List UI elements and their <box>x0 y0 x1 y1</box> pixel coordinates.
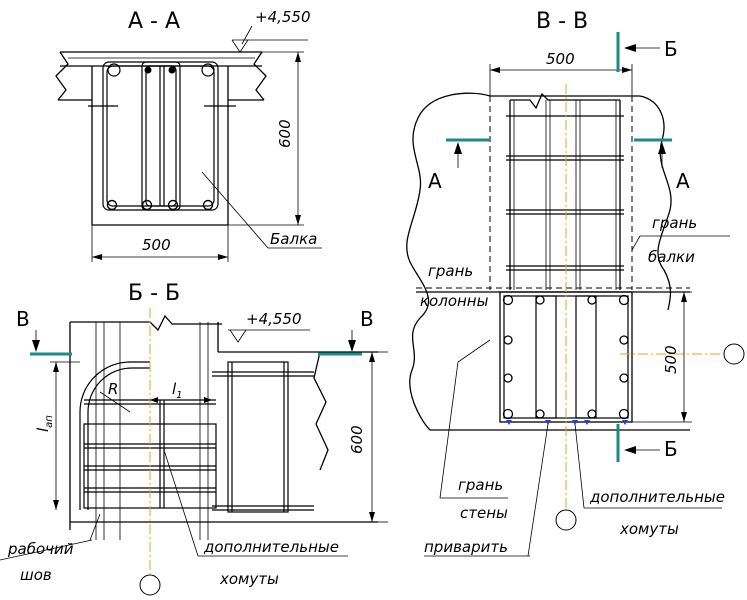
section-bb-label-r: R <box>108 380 118 398</box>
section-bb: Б - Б <box>0 281 388 596</box>
section-vv-cut-left: А <box>428 169 442 193</box>
section-aa-label-beam: Балка <box>270 230 317 248</box>
section-vv-title: В - В <box>536 9 588 34</box>
section-vv-note-beam-face-1: грань <box>652 214 697 232</box>
section-vv-note-weld: приварить <box>424 538 508 556</box>
section-aa-title: А - А <box>128 9 180 34</box>
section-bb-note-stirrups-1: дополнительные <box>203 538 339 556</box>
section-bb-cut-left: В <box>16 307 30 331</box>
section-bb-label-l1: l1 <box>172 380 183 401</box>
section-bb-title: Б - Б <box>128 281 180 306</box>
section-vv-note-wall-face-2: стены <box>460 504 508 522</box>
section-vv-note-beam-face-2: балки <box>648 248 695 266</box>
section-aa-dim-width: 500 <box>142 236 171 254</box>
section-bb-note-joint-2: шов <box>20 566 52 584</box>
section-bb-label-lan: lап <box>34 415 55 432</box>
section-vv-cut-right: А <box>676 169 690 193</box>
section-bb-note-joint-1: рабочий <box>7 540 74 558</box>
section-aa-elevation: +4,550 <box>255 8 311 26</box>
section-vv-note-column-face-2: колонны <box>420 292 489 310</box>
section-aa-dim-height: 600 <box>276 119 294 148</box>
section-bb-dim-height: 600 <box>348 425 366 454</box>
section-vv-note-wall-face-1: грань <box>458 476 503 494</box>
section-vv: В - В <box>406 9 745 557</box>
section-vv-cut-top: Б <box>664 37 678 61</box>
section-bb-note-stirrups-2: хомуты <box>219 570 279 588</box>
section-vv-note-column-face-1: грань <box>428 262 473 280</box>
section-aa: А - А +4,550 <box>55 8 322 262</box>
section-vv-note-stirrups-1: дополнительные <box>589 488 725 506</box>
section-vv-note-stirrups-2: хомуты <box>619 520 679 538</box>
section-bb-cut-right: В <box>360 307 374 331</box>
section-bb-elevation: +4,550 <box>246 310 302 328</box>
section-vv-dim-height: 500 <box>662 345 680 374</box>
section-vv-cut-bottom: Б <box>664 437 678 461</box>
section-vv-dim-width: 500 <box>546 50 575 68</box>
